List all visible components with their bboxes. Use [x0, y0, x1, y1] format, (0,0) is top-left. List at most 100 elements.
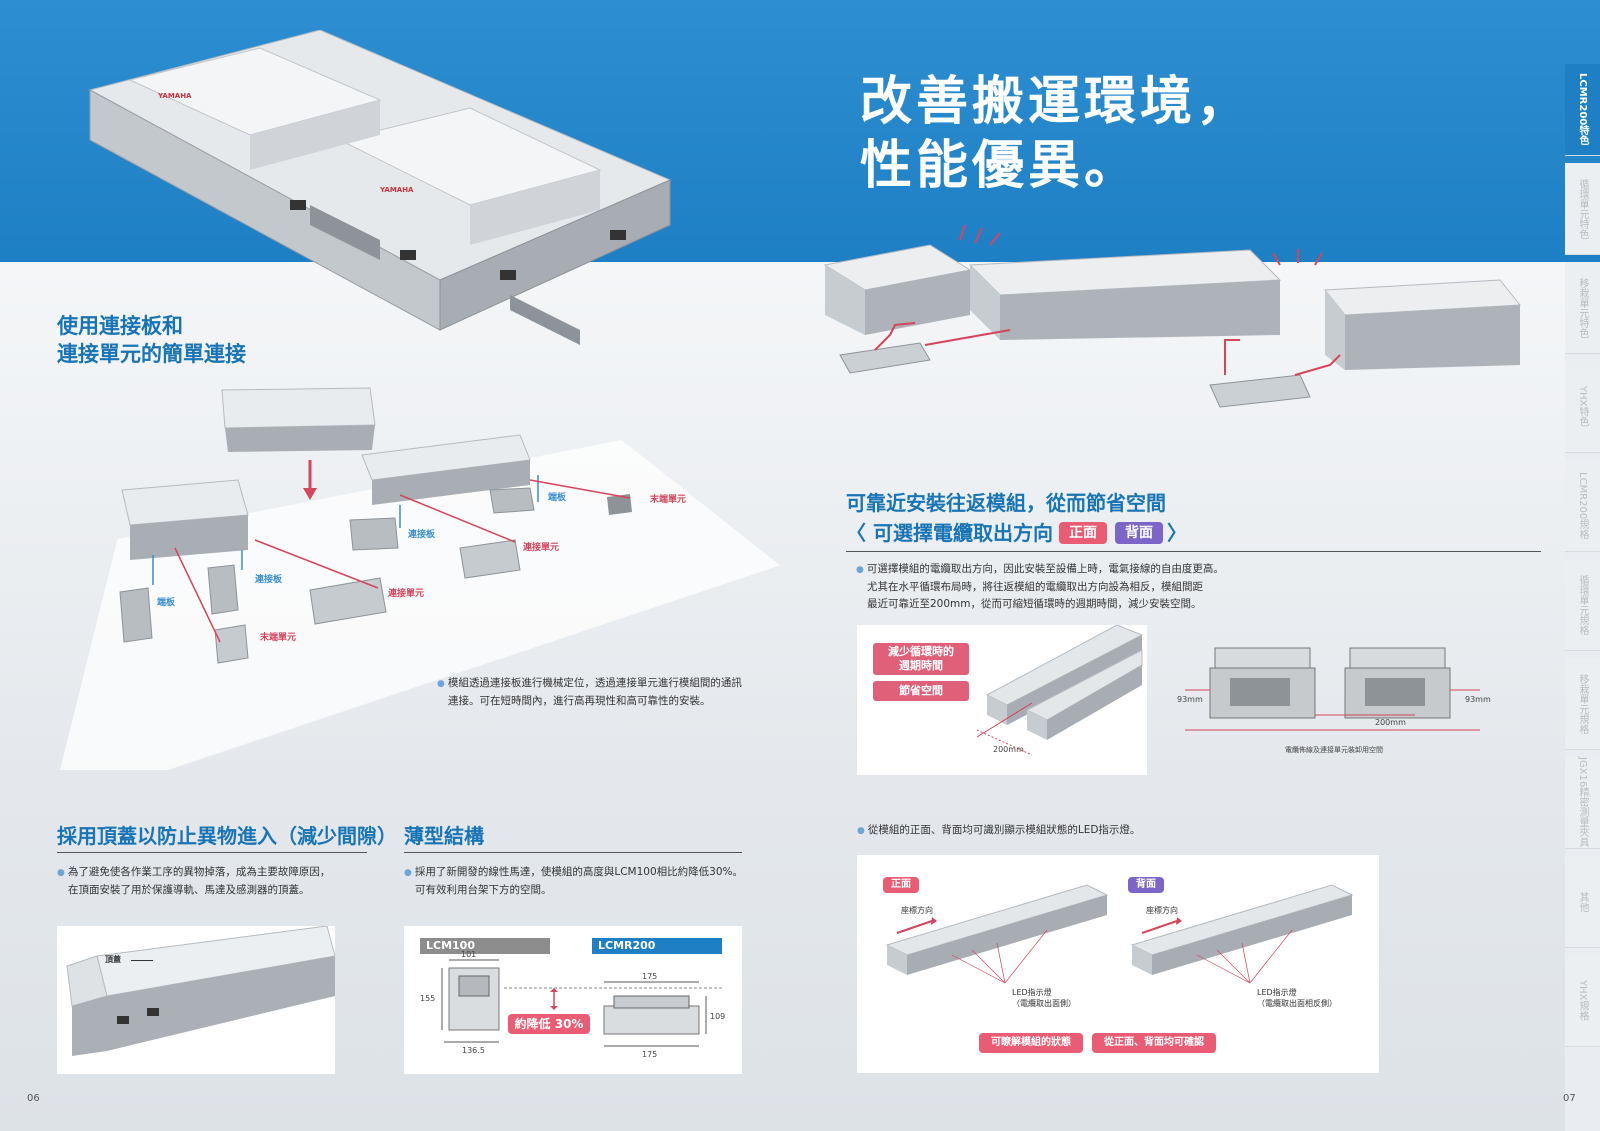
pill-status: 可瞭解模組的狀態 — [979, 1033, 1083, 1053]
side-tab-label: YHX特色 — [1577, 386, 1588, 427]
hero-module-image: YAMAHA YAMAHA — [80, 29, 680, 350]
side-tab-label: LCMR200規格 — [1577, 471, 1588, 540]
led-front-line1: LED指示燈 — [1012, 988, 1052, 997]
dim-93-right: 93mm — [1465, 695, 1491, 704]
side-tab[interactable]: 循環單元規格 — [1565, 559, 1600, 651]
thin-section-title: 薄型結構 — [404, 824, 484, 848]
side-tab-label: JGX16精密測量夾具 — [1577, 757, 1588, 848]
led-modules-illustration — [885, 884, 1354, 984]
hero-title-line2: 性能優異。 — [860, 136, 1141, 196]
led-back-badge: 背面 — [1128, 877, 1164, 893]
reduction-badge: 約降低 30% — [508, 1014, 590, 1034]
cover-image-box: 頂蓋 — [57, 925, 336, 1074]
yamaha-logo: YAMAHA — [158, 92, 192, 100]
connection-title-line2: 連接單元的簡單連接 — [57, 342, 246, 366]
side-tab-label: 循環單元特色 — [1577, 178, 1588, 239]
hero-title: 改善搬運環境， 性能優異。 — [860, 70, 1252, 198]
cover-callout: 頂蓋 — [105, 955, 121, 964]
cover-body-line1: 為了避免使各作業工序的異物掉落，成為主要故障原因， — [67, 866, 331, 878]
label-terminal-unit: 末端單元 — [260, 633, 297, 643]
yamaha-logo: YAMAHA — [380, 186, 414, 194]
connection-illustration: 端板 連接板 末端單元 連接單元 連接板 連接單元 端板 末端單元 — [110, 380, 710, 680]
side-tab-label: YHX規格 — [1577, 980, 1588, 1021]
led-body-line: 從模組的正面、背面均可識別顯示模組狀態的LED指示燈。 — [867, 824, 1141, 836]
label-connection-unit: 連接單元 — [388, 589, 425, 599]
dim-175-top: 175 — [642, 972, 658, 981]
tag-cycle-line2: 週期時間 — [899, 659, 943, 672]
side-tab[interactable]: YHX特色 — [1565, 361, 1600, 453]
label-connection-plate: 連接板 — [408, 530, 436, 540]
cable-section-title: 可靠近安裝往返模組，從而節省空間 〈 可選擇電纜取出方向 正面 背面 〉 — [846, 488, 1187, 548]
led-body: ●從模組的正面、背面均可識別顯示模組狀態的LED指示燈。 — [857, 824, 1141, 836]
cable-body-line1: 可選擇模組的電纜取出方向，因此安裝至設備上時，電氣接線的自由度更高。 — [866, 563, 1224, 575]
label-connection-unit: 連接單元 — [523, 543, 560, 553]
thin-body-line2: 可有效利用台架下方的空間。 — [415, 884, 552, 896]
cable-body-line3: 最近可靠近至200mm，從而可縮短循環時的週期時間，減少安裝空間。 — [867, 598, 1202, 610]
label-connection-plate: 連接板 — [255, 575, 283, 585]
led-front-caption: LED指示燈 （電纜取出面側） — [1012, 987, 1076, 1009]
tag-cycle-line1: 減少循環時的 — [888, 645, 954, 658]
cable-clearance-drawing — [1185, 647, 1480, 731]
cover-module-illustration — [66, 925, 336, 1056]
label-end-plate: 端板 — [548, 493, 567, 503]
circulation-illustration — [820, 224, 1540, 425]
tag-lcmr200: LCMR200 — [592, 938, 722, 954]
dim-200-left: 200mm — [993, 745, 1024, 754]
side-tab-label: 其他 — [1577, 891, 1588, 912]
coord-front: 座標方向 — [901, 906, 933, 915]
cable-body-line2: 尤其在水平循環布局時，將往返模組的電纜取出方向設為相反，模組間距 — [867, 581, 1203, 593]
tag-save-space: 節省空間 — [873, 681, 969, 701]
side-tab[interactable]: JGX16精密測量夾具 — [1565, 757, 1600, 849]
tag-cycle-time: 減少循環時的 週期時間 — [873, 643, 969, 675]
coord-back: 座標方向 — [1146, 906, 1178, 915]
connection-body-line1: 模組透過連接板進行機械定位，透過連接單元進行模組間的通訊 — [447, 677, 742, 689]
pill-front: 正面 — [1058, 522, 1107, 544]
dim-136-5: 136.5 — [462, 1046, 485, 1055]
side-tab[interactable]: LCMR200特色 — [1565, 64, 1600, 156]
cable-body: ●可選擇模組的電纜取出方向，因此安裝至設備上時，電氣接線的自由度更高。 尤其在水… — [856, 561, 1224, 613]
hero-title-line1: 改善搬運環境， — [860, 72, 1253, 132]
side-tab[interactable]: 其他 — [1565, 856, 1600, 948]
led-image-box: 正面 背面 座標方向 座標方向 LED指示燈 （電纜取出面側） LED指示燈 （… — [857, 855, 1379, 1073]
connection-section-title: 使用連接板和 連接單元的簡單連接 — [57, 312, 246, 368]
circulation-diagram — [823, 224, 1521, 408]
dim-155: 155 — [420, 994, 436, 1003]
cover-callout-line — [131, 960, 153, 961]
cover-section-title: 採用頂蓋以防止異物進入（減少間隙） — [57, 824, 397, 848]
side-tab[interactable]: 移栽單元規格 — [1565, 658, 1600, 750]
led-back-line1: LED指示燈 — [1257, 988, 1297, 997]
led-front-line2: （電纜取出面側） — [1012, 999, 1076, 1008]
tag-lcm100: LCM100 — [420, 938, 550, 954]
side-tab-label: 循環單元規格 — [1577, 574, 1588, 635]
led-back-line2: （電纜取出面相反側） — [1257, 999, 1337, 1008]
thin-body-line1: 採用了新開發的線性馬達，使模組的高度與LCM100相比約降低30%。 — [414, 866, 743, 878]
connection-body: ●模組透過連接板進行機械定位，透過連接單元進行模組間的通訊 連接。可在短時間內，… — [437, 675, 742, 710]
led-back-caption: LED指示燈 （電纜取出面相反側） — [1257, 987, 1337, 1009]
side-tab[interactable]: LCMR200規格 — [1565, 460, 1600, 552]
dim-101: 101 — [461, 950, 477, 959]
cable-divider — [846, 551, 1541, 552]
cover-divider — [57, 852, 367, 853]
side-tab-label: 移栽單元規格 — [1577, 673, 1588, 734]
side-tab[interactable]: 移栽單元特色 — [1565, 262, 1600, 354]
cable-image-right: 93mm 93mm 200mm 電纜佈線及連接單元裝卸用空間 — [1177, 640, 1491, 760]
cover-body: ●為了避免使各作業工序的異物掉落，成為主要故障原因， 在頂面安裝了用於保護導軌、… — [57, 864, 330, 899]
dim-93-left: 93mm — [1177, 695, 1203, 704]
side-tab[interactable]: 循環單元特色 — [1565, 163, 1600, 255]
thin-body: ●採用了新開發的線性馬達，使模組的高度與LCM100相比約降低30%。 可有效利… — [404, 864, 743, 899]
cable-title-line1: 可靠近安裝往返模組，從而節省空間 — [846, 491, 1166, 515]
connection-title-line1: 使用連接板和 — [57, 314, 183, 338]
page-number-left: 06 — [27, 1093, 40, 1104]
page-number-right: 07 — [1563, 1093, 1576, 1104]
side-tab[interactable]: YHX規格 — [1565, 955, 1600, 1047]
dim-175-bottom: 175 — [642, 1050, 658, 1059]
thin-image-box: LCM100 LCMR200 101 155 136.5 175 109 175… — [404, 926, 742, 1074]
thin-divider — [404, 852, 742, 853]
cable-caption: 電纜佈線及連接單元裝卸用空間 — [1285, 746, 1383, 754]
label-end-plate: 端板 — [157, 598, 176, 608]
shuttle-pair-illustration — [976, 625, 1144, 756]
pill-back: 背面 — [1114, 522, 1163, 544]
dim-109: 109 — [710, 1012, 726, 1021]
cover-body-line2: 在頂面安裝了用於保護導軌、馬達及感測器的頂蓋。 — [68, 884, 310, 896]
cable-title-prefix: 〈 可選擇電纜取出方向 — [846, 521, 1053, 545]
